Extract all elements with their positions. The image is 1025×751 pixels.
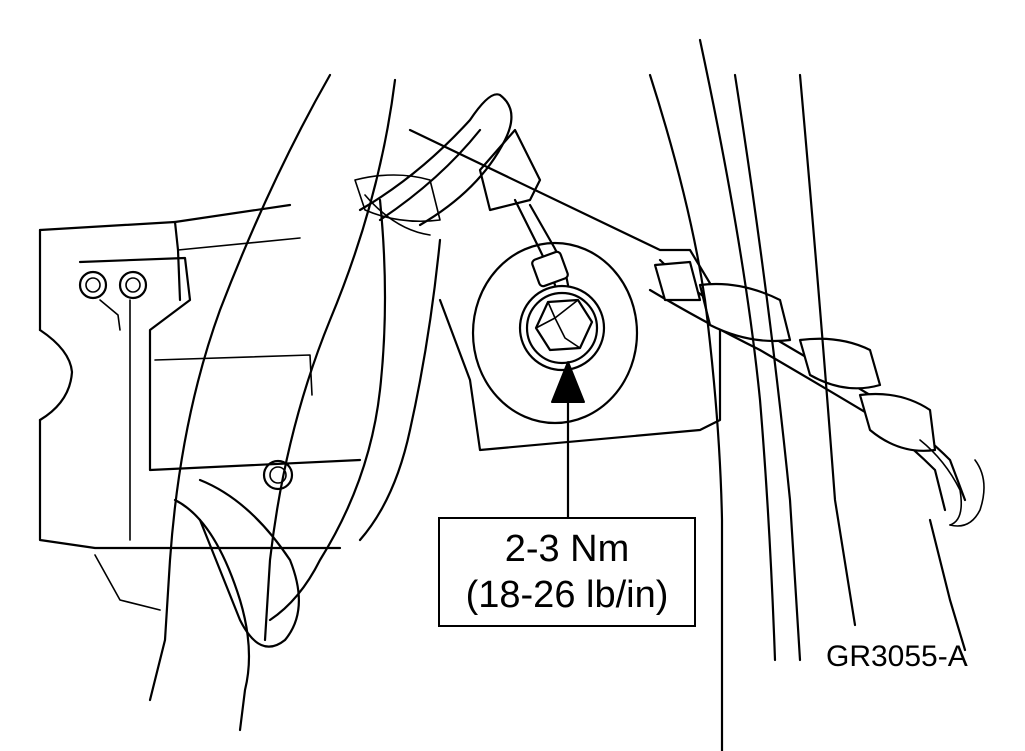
ground-bolt-boss [408, 128, 722, 452]
hex-bolt-head-icon [534, 298, 594, 352]
mounting-bracket [38, 203, 362, 611]
figure-id-label: GR3055-A [826, 640, 968, 673]
torque-spec-callout: 2-3 Nm (18-26 lb/in) [438, 517, 696, 627]
torque-metric-label: 2-3 Nm [504, 528, 630, 570]
wiring-harness-right [648, 258, 985, 527]
ground-wire-pigtail [358, 93, 570, 288]
torque-imperial-label: (18-26 lb/in) [465, 574, 669, 616]
frame-rail-lines [648, 38, 967, 751]
callout-leader-arrow [551, 361, 585, 519]
wiring-harness-left [148, 73, 442, 732]
